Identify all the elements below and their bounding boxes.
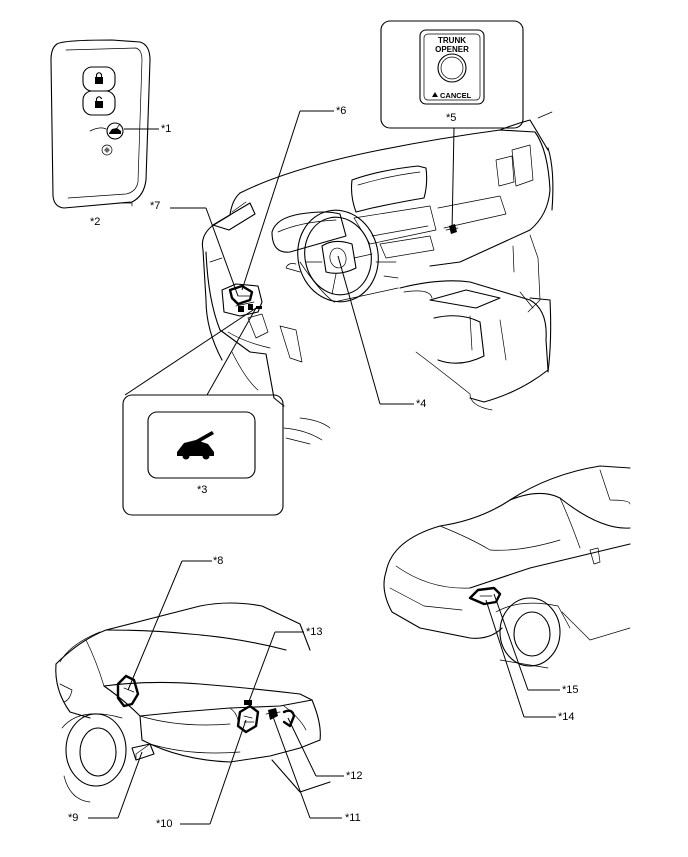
callout-3: *3 bbox=[197, 484, 208, 496]
callout-12: *12 bbox=[346, 770, 363, 782]
panic-icon bbox=[101, 144, 113, 156]
bracket-part bbox=[282, 709, 296, 728]
security-horn bbox=[468, 586, 502, 606]
callout-1: *1 bbox=[161, 123, 172, 135]
callout-11: *11 bbox=[345, 812, 361, 824]
callout-8: *8 bbox=[213, 555, 224, 567]
trunk-icon bbox=[106, 122, 124, 140]
callout-15: *15 bbox=[562, 684, 579, 696]
callout-13: *13 bbox=[306, 626, 323, 638]
lock-icon bbox=[82, 66, 116, 92]
callout-14: *14 bbox=[558, 711, 575, 723]
callout-9: *9 bbox=[68, 812, 79, 824]
callout-2: *2 bbox=[90, 216, 101, 228]
unlock-icon bbox=[82, 90, 116, 116]
opener-switch-part bbox=[265, 708, 281, 720]
trunk-lock-assembly bbox=[236, 700, 260, 734]
smart-key-fob bbox=[50, 39, 159, 209]
trunk-open-icon bbox=[177, 431, 214, 460]
control-module-box bbox=[131, 743, 155, 761]
callout-7: *7 bbox=[150, 200, 161, 212]
luggage-door-lock-part bbox=[116, 674, 140, 708]
callout-10: *10 bbox=[156, 818, 173, 830]
panel-title-line1: TRUNK bbox=[438, 36, 466, 45]
trunk-opener-switch-panel bbox=[380, 20, 524, 233]
callout-4: *4 bbox=[416, 398, 427, 410]
panel-title-line2: OPENER bbox=[435, 45, 469, 54]
trunk-switch-inset bbox=[122, 307, 284, 516]
panel-cancel-label: CANCEL bbox=[440, 91, 472, 100]
vehicle-front-view bbox=[383, 465, 631, 718]
trunk-switch-marker bbox=[256, 306, 262, 309]
vehicle-interior-dashboard bbox=[201, 111, 554, 445]
cancel-switch-location bbox=[445, 224, 459, 234]
callout-6: *6 bbox=[336, 105, 347, 117]
cancel-triangle-icon bbox=[432, 92, 438, 97]
vehicle-rear-view bbox=[55, 560, 344, 825]
callout-5: *5 bbox=[446, 112, 457, 124]
